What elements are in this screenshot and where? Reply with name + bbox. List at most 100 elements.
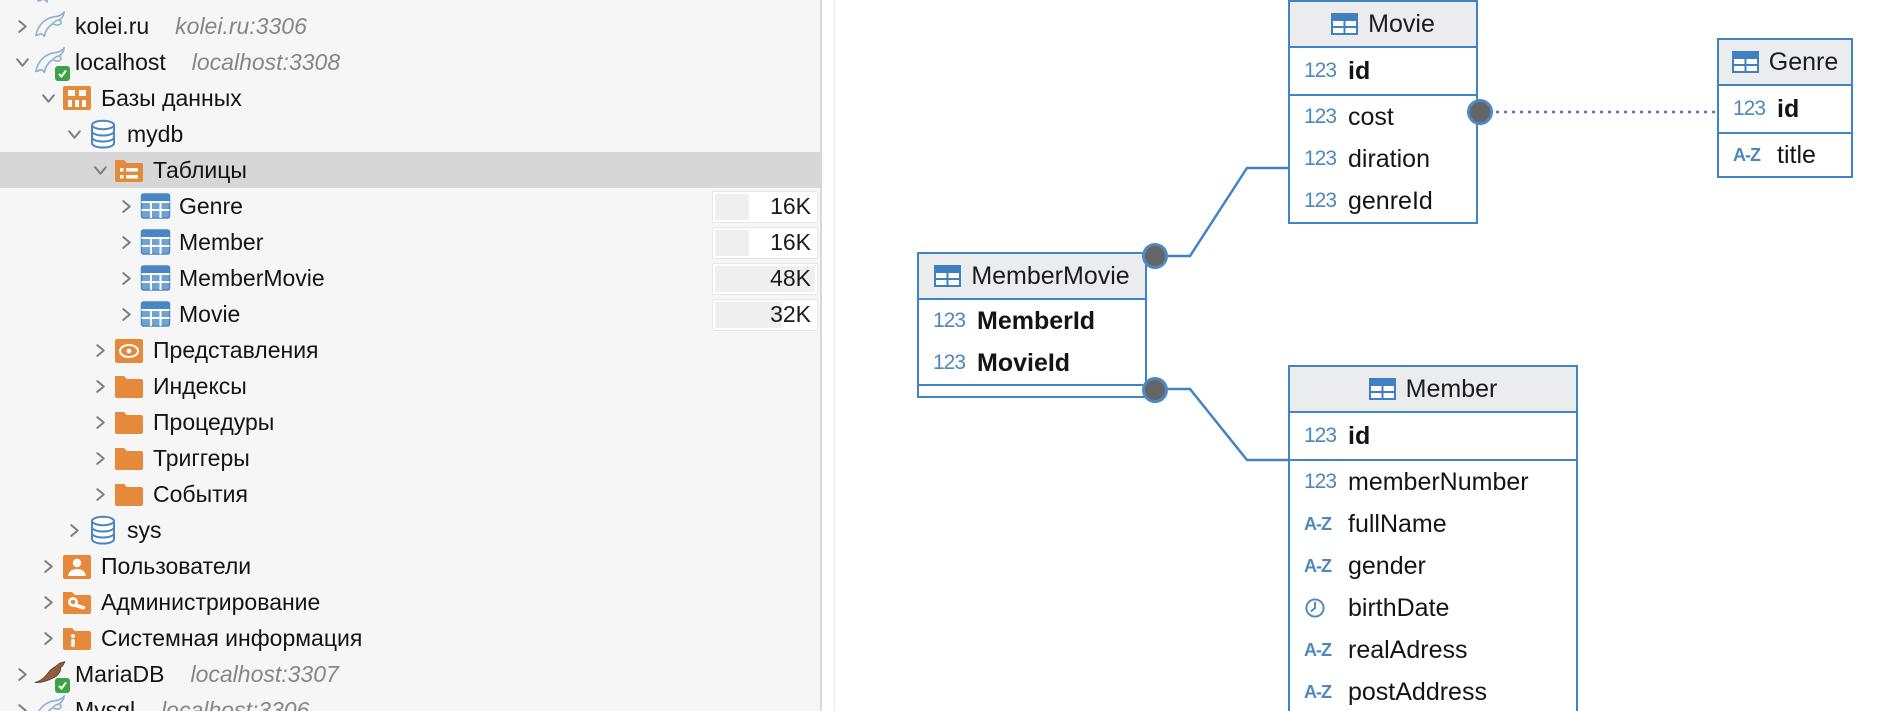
chevron-right-icon[interactable] [10,656,34,692]
entity-name: Member [1405,374,1498,403]
tree-row-таблицы[interactable]: Таблицы [0,152,820,188]
table-size-bar [715,230,749,256]
entity-column-diration[interactable]: 123 diration [1290,138,1476,180]
chevron-down-icon[interactable] [88,152,112,188]
table-icon [138,225,172,259]
chevron-right-icon[interactable] [88,368,112,404]
tree-row-администрирование[interactable]: Администрирование [0,584,820,620]
folder-icon [112,405,146,439]
tree-row-процедуры[interactable]: Процедуры [0,404,820,440]
chevron-right-icon[interactable] [36,584,60,620]
entity-column-birthdate[interactable]: birthDate [1290,587,1576,629]
tree-item-label: Genre [179,192,243,219]
column-name: diration [1348,144,1430,173]
chevron-down-icon[interactable] [10,44,34,80]
column-name: fullName [1348,509,1447,538]
chevron-right-icon[interactable] [114,224,138,260]
entity-name: Movie [1368,9,1435,38]
chevron-right-icon[interactable] [36,548,60,584]
chevron-right-icon[interactable] [10,8,34,44]
chevron-right-icon[interactable] [114,188,138,224]
entity-header[interactable]: MemberMovie [919,254,1145,300]
chevron-down-icon[interactable] [36,80,60,116]
chevron-down-icon[interactable] [62,116,86,152]
column-name: genreId [1348,186,1433,215]
mysql-dolphin-icon [34,693,68,711]
tree-row-триггеры[interactable]: Триггеры [0,440,820,476]
empty-column-section [919,386,1145,396]
tree-row-системная-информация[interactable]: Системная информация [0,620,820,656]
tree-item-label: Процедуры [153,408,275,435]
tree-row-базы-данных[interactable]: Базы данных [0,80,820,116]
relationship-line-membermovie-movie[interactable] [1155,166,1288,258]
relationship-anchor-dot[interactable] [1142,243,1168,269]
tree-row-представления[interactable]: Представления [0,332,820,368]
mariadb-seal-icon [34,657,70,693]
tree-row-sys[interactable]: sys [0,512,820,548]
relationship-anchor-dot[interactable] [1142,377,1168,403]
chevron-right-icon[interactable] [88,440,112,476]
column-name: MemberId [977,306,1096,335]
chevron-right-icon[interactable] [114,260,138,296]
panel-divider[interactable] [834,0,835,711]
column-name: realAdress [1348,635,1468,664]
string-type-icon: A-Z [1304,681,1332,702]
chevron-right-icon[interactable] [88,404,112,440]
entity-header[interactable]: Movie [1290,2,1476,48]
tree-item-label: Таблицы [153,156,247,183]
databases-icon [60,81,94,115]
numeric-type-icon: 123 [1304,147,1337,170]
tree-item-label: Member [179,228,264,255]
chevron-right-icon[interactable] [114,296,138,332]
chevron-right-icon[interactable] [36,620,60,656]
admin-folder-icon [60,585,94,619]
tree-row-mydb[interactable]: mydb [0,116,820,152]
column-name: birthDate [1348,593,1450,622]
string-type-icon: A-Z [1304,513,1332,534]
chevron-right-icon[interactable] [10,692,34,711]
relationship-anchor-dot[interactable] [1467,99,1493,125]
tree-row-события[interactable]: События [0,476,820,512]
tree-row-индексы[interactable]: Индексы [0,368,820,404]
tables-folder-icon [112,153,146,187]
chevron-right-icon[interactable] [62,512,86,548]
numeric-type-icon: 123 [1304,424,1337,447]
entity-header[interactable]: Genre [1719,40,1851,86]
folder-icon [112,441,146,475]
chevron-right-icon[interactable] [88,476,112,512]
entity-column-fullname[interactable]: A-Z fullName [1290,503,1576,545]
chevron-right-icon[interactable] [88,332,112,368]
tree-row-пользователи[interactable]: Пользователи [0,548,820,584]
entity-header[interactable]: Member [1290,367,1576,413]
relationship-line-membermovie-member[interactable] [1155,387,1288,462]
database-cylinder-icon [86,117,120,151]
